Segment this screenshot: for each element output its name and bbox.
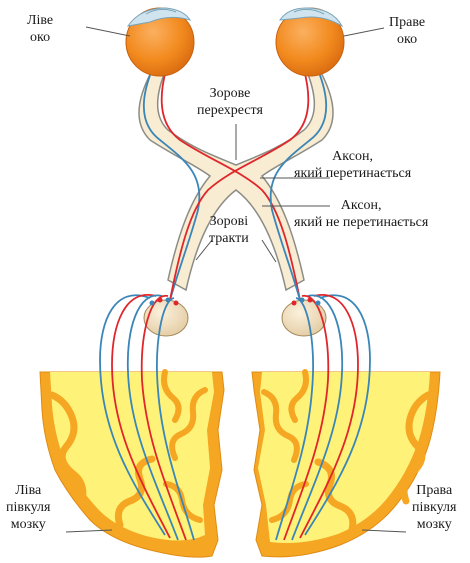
label-optic-tracts-line2: тракти (209, 230, 249, 247)
label-optic-tracts-line1: Зорові (209, 213, 249, 230)
label-left-hemisphere-line2: півкуля (6, 499, 50, 516)
label-right-hemisphere-line2: півкуля (412, 499, 456, 516)
label-crossing-axon-line1: Аксон, (294, 148, 411, 165)
label-left-hemisphere-line1: Ліва (6, 482, 50, 499)
right-eye (276, 8, 344, 76)
left-eye (126, 8, 194, 76)
label-noncrossing-axon-line1: Аксон, (294, 197, 428, 214)
label-crossing-axon-line2: який перетинається (294, 165, 411, 182)
left-hemisphere (40, 372, 224, 557)
label-right-eye: Праве око (389, 14, 425, 48)
label-right-hemisphere: Права півкуля мозку (412, 482, 456, 533)
label-left-eye: Ліве око (27, 12, 53, 46)
label-optic-chiasm-line1: Зорове (197, 85, 263, 102)
label-noncrossing-axon-line2: який не перетинається (294, 214, 428, 231)
label-left-hemisphere: Ліва півкуля мозку (6, 482, 50, 533)
label-left-eye-line1: Ліве (27, 12, 53, 29)
label-right-hemisphere-line3: мозку (412, 516, 456, 533)
label-right-hemisphere-line1: Права (412, 482, 456, 499)
label-left-hemisphere-line3: мозку (6, 516, 50, 533)
label-crossing-axon: Аксон, який перетинається (294, 148, 411, 182)
label-optic-chiasm: Зорове перехрестя (197, 85, 263, 119)
label-right-eye-line2: око (389, 31, 425, 48)
label-optic-chiasm-line2: перехрестя (197, 102, 263, 119)
label-left-eye-line2: око (27, 29, 53, 46)
lgn-terminals (150, 298, 321, 306)
label-noncrossing-axon: Аксон, який не перетинається (294, 197, 428, 231)
label-right-eye-line1: Праве (389, 14, 425, 31)
label-optic-tracts: Зорові тракти (209, 213, 249, 247)
